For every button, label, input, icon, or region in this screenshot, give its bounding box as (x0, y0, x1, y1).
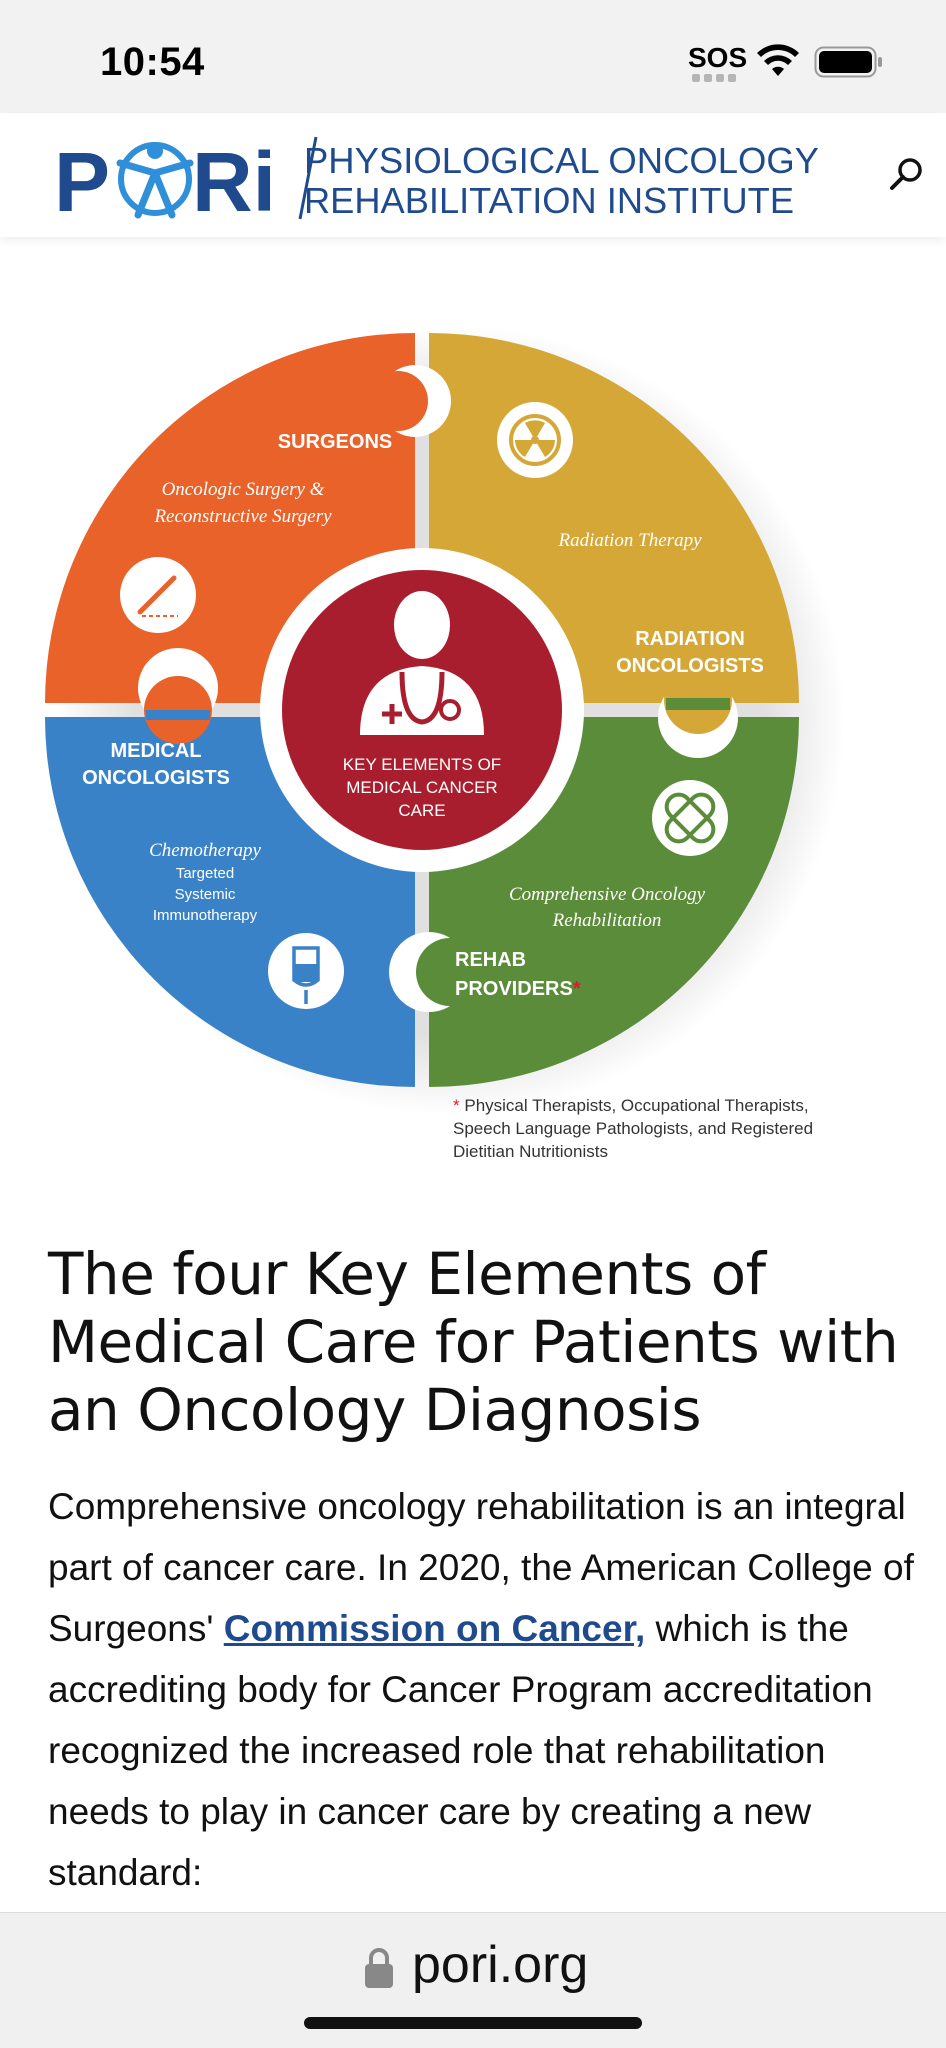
radiation-title-1: RADIATION (635, 628, 745, 650)
radiation-icon (497, 402, 573, 478)
footnote-star: * (453, 1096, 460, 1115)
footnote-line-2: Speech Language Pathologists, and Regist… (453, 1119, 814, 1138)
medical-subtitle-4: Immunotherapy (153, 907, 258, 924)
surgeons-subtitle-1: Oncologic Surgery & (162, 479, 325, 500)
article-body-rest: which is the accrediting body for Cancer… (48, 1608, 873, 1893)
battery-icon (814, 46, 882, 78)
bandage-icon (652, 780, 728, 856)
medical-subtitle-1: Chemotherapy (149, 840, 261, 861)
home-indicator[interactable] (304, 2017, 642, 2029)
center-label-line-3: CARE (398, 801, 445, 820)
lock-icon (365, 1948, 393, 1988)
sos-indicator: SOS (688, 42, 748, 73)
signal-dots (692, 74, 738, 82)
center-label-line-2: MEDICAL CANCER (346, 778, 497, 797)
rehab-title-mark: * (573, 978, 581, 1000)
search-icon[interactable] (888, 155, 926, 193)
wifi-icon (757, 44, 799, 76)
article-title: The four Key Elements of Medical Care fo… (48, 1240, 899, 1444)
pori-logo[interactable]: P Ri PHYSIOLOGICAL ONCOLOGY REHABILITATI… (54, 133, 824, 221)
iv-bag-icon (268, 933, 344, 1009)
commission-on-cancer-link[interactable]: Commission on Cancer, (223, 1608, 646, 1649)
logo-letter-p: P (54, 135, 110, 221)
site-header: P Ri PHYSIOLOGICAL ONCOLOGY REHABILITATI… (0, 113, 946, 237)
rehab-subtitle-1: Comprehensive Oncology (509, 884, 706, 905)
key-elements-infographic: KEY ELEMENTS OF MEDICAL CANCER CARE SURG… (45, 325, 845, 1115)
rehab-title-2-text: PROVIDERS (455, 978, 573, 1000)
medical-title-2: ONCOLOGISTS (82, 767, 230, 789)
infographic-footnote: * Physical Therapists, Occupational Ther… (453, 1094, 853, 1163)
rehab-subtitle-2: Rehabilitation (552, 910, 662, 931)
rehab-title-1: REHAB (455, 949, 526, 971)
article-body: Comprehensive oncology rehabilitation is… (48, 1476, 918, 1903)
footnote-line-1: Physical Therapists, Occupational Therap… (464, 1096, 809, 1115)
surgeons-title: SURGEONS (278, 431, 392, 453)
status-time: 10:54 (100, 40, 205, 84)
scalpel-icon (120, 557, 196, 633)
logo-line-2: REHABILITATION INSTITUTE (304, 180, 794, 221)
article-body-intro: Comprehensive oncology rehabilitation is… (48, 1486, 914, 1649)
browser-url-bar[interactable]: pori.org (0, 1912, 946, 2048)
radiation-subtitle: Radiation Therapy (557, 530, 702, 551)
rehab-title-2: PROVIDERS* (455, 978, 581, 1000)
logo-line-1: PHYSIOLOGICAL ONCOLOGY (304, 140, 819, 181)
status-bar: 10:54 SOS (0, 0, 946, 113)
logo-slash (298, 136, 318, 220)
logo-letters-ri: Ri (192, 135, 276, 221)
url-text[interactable]: pori.org (412, 1936, 589, 1994)
doctor-icon (360, 591, 484, 735)
surgeons-subtitle-2: Reconstructive Surgery (153, 506, 332, 527)
radiation-title-2: ONCOLOGISTS (616, 655, 764, 677)
footnote-line-3: Dietitian Nutritionists (453, 1142, 608, 1161)
medical-title-1: MEDICAL (110, 740, 201, 762)
center-label-line-1: KEY ELEMENTS OF (343, 755, 501, 774)
medical-subtitle-3: Systemic (175, 886, 236, 903)
medical-subtitle-2: Targeted (176, 865, 234, 882)
logo-figure-icon (116, 142, 194, 219)
